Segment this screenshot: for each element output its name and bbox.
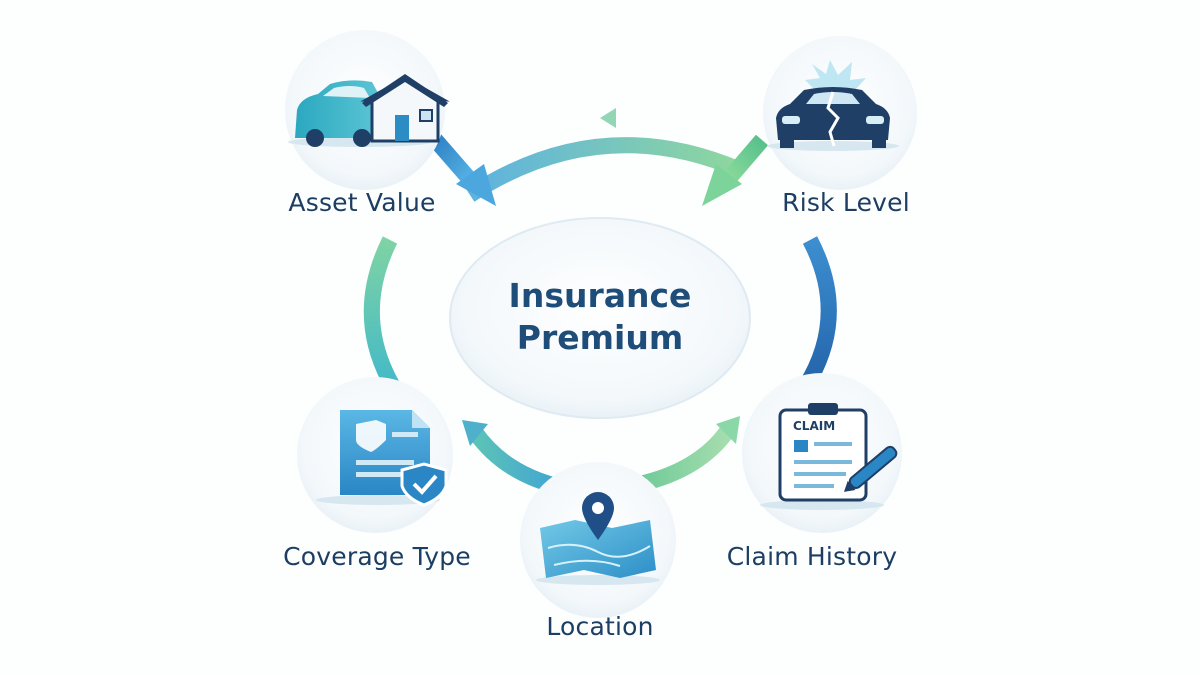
asset-value-label: Asset Value — [288, 188, 436, 217]
car-house-icon — [288, 74, 450, 147]
center-title-line2: Premium — [516, 318, 684, 357]
crashed-car-icon — [767, 60, 899, 151]
claim-history-label: Claim History — [726, 542, 898, 571]
risk-level-label: Risk Level — [782, 188, 910, 217]
center-title-line1: Insurance — [508, 276, 692, 315]
claim-clipboard-icon — [760, 403, 898, 510]
claim-doc-label: CLAIM — [793, 419, 836, 433]
map-pin-icon — [536, 492, 660, 585]
location-label: Location — [546, 612, 654, 641]
center-bubble — [449, 217, 751, 419]
center-title: Insurance Premium — [509, 275, 692, 359]
policy-document-icon — [316, 410, 448, 507]
coverage-type-label: Coverage Type — [283, 542, 471, 571]
cycle-arrows — [363, 108, 837, 496]
